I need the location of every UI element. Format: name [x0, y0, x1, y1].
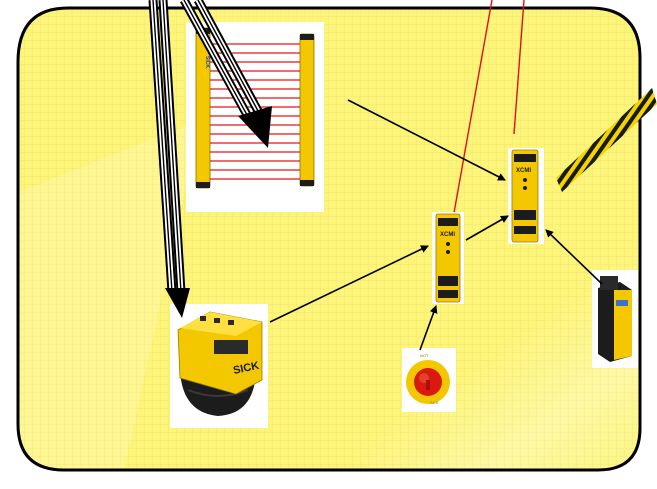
signal-wire-right-relay — [513, 0, 525, 135]
arrow-relay-to-relay — [465, 215, 509, 241]
arrow-curtain-to-relay — [347, 99, 506, 181]
pointer-arrow-light-curtain — [180, 0, 272, 148]
signal-wires — [451, 0, 525, 225]
arrow-estop-to-relay — [419, 305, 438, 351]
safeguard-pointer-arrows — [148, 0, 272, 318]
laser-scanner-brand: SICK — [232, 360, 260, 377]
pointer-arrow-scanner — [148, 0, 190, 318]
emergency-stop-button: NOT AUS — [402, 348, 456, 412]
safety-relay-left: XCMI — [432, 212, 464, 304]
relay-right-brand: XCMI — [516, 168, 531, 174]
hazard-stripe-icon — [556, 88, 657, 192]
relay-left-brand: XCMI — [440, 232, 455, 238]
connection-arrows — [269, 99, 603, 351]
light-curtain-receiver — [299, 33, 315, 187]
svg-text:AUS: AUS — [430, 400, 439, 405]
arrow-doorswitch-to-relay — [545, 229, 603, 285]
safety-laser-scanner: SICK — [170, 304, 268, 428]
arrow-scanner-to-relay — [269, 245, 429, 323]
safety-door-switch — [592, 270, 638, 368]
safety-relay-right: XCMI — [508, 148, 544, 244]
signal-wire-left-relay — [451, 0, 493, 225]
svg-text:NOT: NOT — [420, 353, 429, 358]
light-curtain-brand: SICK — [204, 56, 210, 68]
